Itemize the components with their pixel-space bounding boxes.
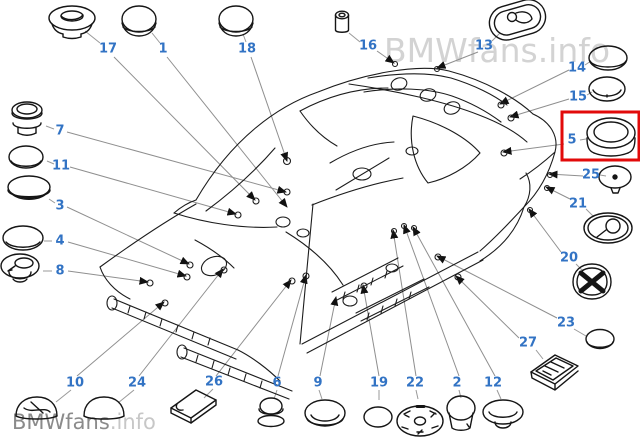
part-label-12[interactable]: 12 xyxy=(483,375,503,391)
part-12-icon xyxy=(482,399,524,429)
part-label-21[interactable]: 21 xyxy=(568,196,588,212)
part-4-icon xyxy=(2,225,44,251)
part-label-20[interactable]: 20 xyxy=(559,250,579,266)
part-label-9[interactable]: 9 xyxy=(313,375,323,391)
part-label-2[interactable]: 2 xyxy=(452,375,462,391)
part-label-6[interactable]: 6 xyxy=(272,375,282,391)
label-ticks xyxy=(43,30,607,404)
part-9-icon xyxy=(304,399,346,427)
part-label-17[interactable]: 17 xyxy=(98,41,118,57)
part-label-19[interactable]: 19 xyxy=(369,375,389,391)
part-13-icon xyxy=(488,0,547,41)
part-11-icon xyxy=(8,145,44,169)
part-3-icon xyxy=(7,175,51,200)
part-1-icon xyxy=(121,5,157,37)
part-25-icon xyxy=(598,165,632,194)
part-label-18[interactable]: 18 xyxy=(237,41,257,57)
part-label-22[interactable]: 22 xyxy=(405,375,425,391)
part-label-4[interactable]: 4 xyxy=(55,233,65,249)
part-21-icon xyxy=(583,212,633,244)
part-18-icon xyxy=(218,5,254,37)
part-6-icon xyxy=(257,397,285,428)
part-label-13[interactable]: 13 xyxy=(474,38,494,54)
part-label-23[interactable]: 23 xyxy=(556,315,576,331)
part-2-icon xyxy=(446,395,476,431)
part-5-icon[interactable] xyxy=(586,117,636,157)
part-label-26[interactable]: 26 xyxy=(204,374,224,390)
part-label-1[interactable]: 1 xyxy=(158,41,168,57)
part-label-11[interactable]: 11 xyxy=(51,158,71,174)
part-8-icon xyxy=(0,253,40,283)
part-label-15[interactable]: 15 xyxy=(568,89,588,105)
part-10-icon xyxy=(15,396,58,420)
leader-lines xyxy=(66,50,584,377)
part-label-10[interactable]: 10 xyxy=(65,375,85,391)
part-26-icon xyxy=(170,389,217,424)
part-label-24[interactable]: 24 xyxy=(127,375,147,391)
part-label-7[interactable]: 7 xyxy=(55,123,65,139)
part-15-icon xyxy=(588,76,626,102)
part-label-27[interactable]: 27 xyxy=(518,335,538,351)
part-label-14[interactable]: 14 xyxy=(567,60,587,76)
part-label-5[interactable]: 5 xyxy=(567,132,577,148)
part-14-icon xyxy=(588,45,628,71)
part-23-icon xyxy=(585,328,615,350)
part-16-icon xyxy=(334,10,350,33)
part-label-25[interactable]: 25 xyxy=(581,167,601,183)
car-body-drawing xyxy=(99,60,557,400)
part-17-icon xyxy=(48,5,96,40)
part-27-icon xyxy=(530,354,579,391)
highlight-box-part-5[interactable] xyxy=(560,110,640,162)
part-20-icon xyxy=(572,263,612,300)
part-label-16[interactable]: 16 xyxy=(358,38,378,54)
plug-holes xyxy=(146,60,554,307)
part-7-icon xyxy=(11,101,43,136)
part-24-icon xyxy=(83,396,125,420)
part-19-icon xyxy=(363,406,393,428)
part-22-icon xyxy=(396,405,444,437)
part-label-8[interactable]: 8 xyxy=(55,263,65,279)
part-label-3[interactable]: 3 xyxy=(55,198,65,214)
